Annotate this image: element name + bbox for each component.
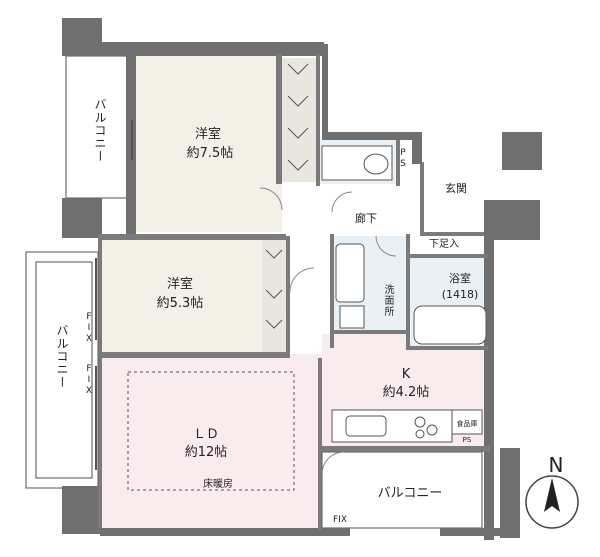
washroom-label: 洗面所 xyxy=(382,284,393,317)
fix-label-left-upper: FIX xyxy=(84,312,94,345)
compass-north-label: N xyxy=(549,453,564,477)
internal-walls xyxy=(98,54,490,530)
balcony-label-top-left: バルコニー xyxy=(93,98,107,163)
toilet xyxy=(321,145,393,181)
corridor-label: 廊下 xyxy=(355,211,377,225)
bathtub xyxy=(413,305,487,345)
entrance-label: 玄関 xyxy=(445,181,467,195)
room-label-ld-name: ＬＤ xyxy=(193,427,219,442)
door-swings xyxy=(259,187,397,475)
fix-label-left-lower: FIX xyxy=(84,364,94,397)
shoe-storage-label: 下足入 xyxy=(429,238,459,250)
room-label-western-1-size: 約7.5帖 xyxy=(187,146,234,161)
kitchen-counter xyxy=(331,409,483,443)
room-label-western-2-size: 約5.3帖 xyxy=(157,296,204,311)
food-storage-label: 食品庫 xyxy=(457,419,478,428)
compass-rose xyxy=(525,475,579,529)
room-label-kitchen-size: 約4.2帖 xyxy=(383,385,430,400)
ld-floor xyxy=(100,354,322,530)
windows xyxy=(95,120,133,470)
western-room-2-floor xyxy=(100,236,262,354)
room-label-bath-name: 浴室 xyxy=(449,271,471,285)
room-label-western-2-name: 洋室 xyxy=(167,276,193,292)
room-label-bath-size: (1418) xyxy=(442,288,479,301)
room-label-ld-size: 約12帖 xyxy=(185,445,228,460)
room-label-kitchen-name: K xyxy=(402,367,411,382)
closet-2 xyxy=(262,240,290,356)
outer-walls xyxy=(62,18,542,540)
ps-label: PS xyxy=(398,148,408,170)
floor-heating-area xyxy=(127,371,295,491)
western-room-1-floor xyxy=(136,54,282,232)
floor-heating-label: 床暖房 xyxy=(203,477,233,490)
closet-1 xyxy=(282,58,318,182)
fix-label-bottom: FIX xyxy=(333,515,347,525)
wash-basin xyxy=(335,243,365,329)
room-label-western-1-name: 洋室 xyxy=(195,126,221,142)
ps-small-label: PS xyxy=(463,436,472,444)
balcony-outlines xyxy=(25,55,483,529)
corridor-floor xyxy=(282,186,422,234)
closet-door-marks xyxy=(265,63,309,329)
balcony-label-left: バルコニー xyxy=(55,324,69,389)
bottom-balcony-label: バルコニー xyxy=(378,486,443,501)
